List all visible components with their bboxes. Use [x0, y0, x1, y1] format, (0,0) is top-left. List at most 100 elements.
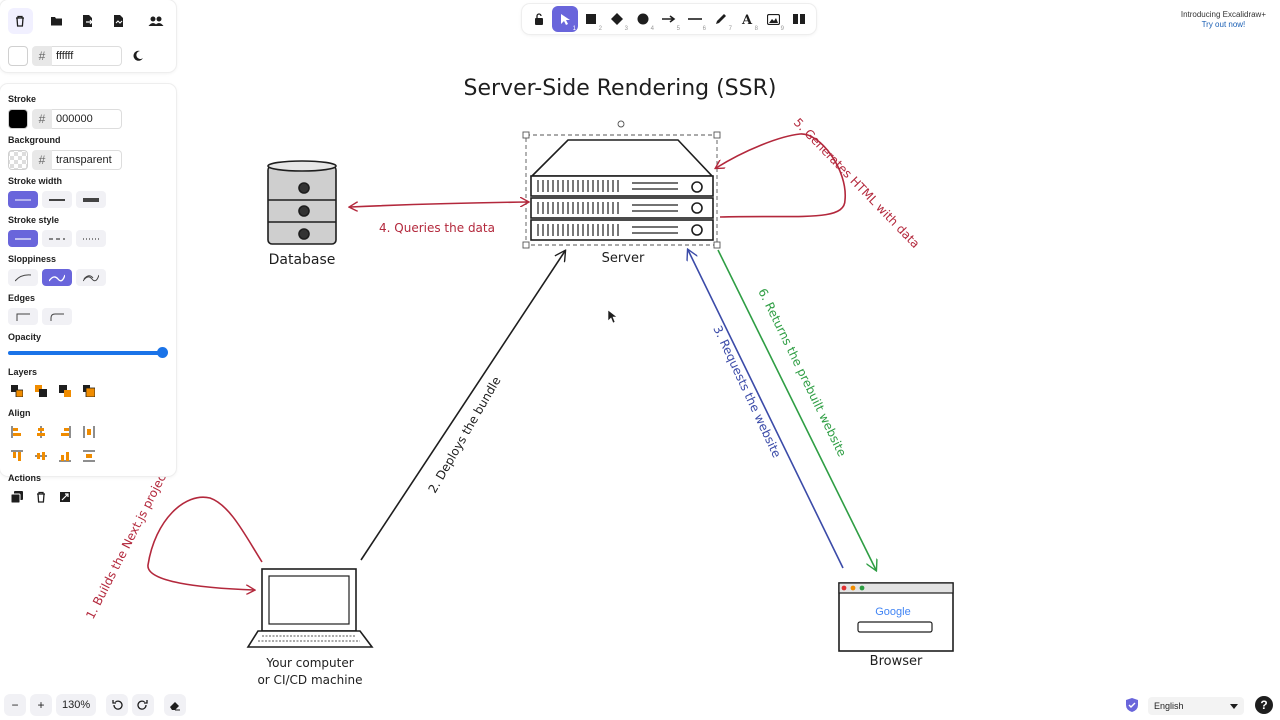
tool-lock[interactable] [526, 6, 552, 32]
step-2-label[interactable]: 2. Deploys the bundle [425, 374, 503, 495]
tool-selection[interactable]: 1 [552, 6, 578, 32]
align-right-button[interactable] [56, 423, 74, 441]
collaborate-button[interactable] [143, 8, 168, 34]
opacity-slider-handle[interactable] [157, 347, 168, 358]
bring-forward-button[interactable] [56, 382, 74, 400]
image-icon [766, 13, 780, 25]
stroke-style-solid-button[interactable] [8, 230, 38, 247]
dashed-line-icon [49, 237, 65, 240]
zoom-reset-button[interactable]: 130% [56, 694, 97, 716]
build-loop-arrow[interactable] [147, 496, 263, 590]
undo-button[interactable] [106, 694, 129, 716]
stroke-width-bold-button[interactable] [42, 191, 72, 208]
align-top-button[interactable] [8, 447, 26, 465]
redo-button[interactable] [132, 694, 155, 716]
zoom-in-button[interactable]: + [30, 694, 52, 716]
align-center-h-button[interactable] [32, 423, 50, 441]
return-arrow[interactable] [717, 249, 876, 570]
shortcut-number: 8 [754, 26, 758, 32]
stroke-color-picker: # 000000 [8, 109, 168, 129]
deploy-arrow[interactable] [360, 251, 565, 561]
trash-icon [16, 15, 25, 27]
tool-diamond[interactable]: 3 [604, 6, 630, 32]
server-icon[interactable] [530, 139, 714, 241]
database-icon[interactable] [267, 160, 337, 245]
step-5-label[interactable]: 5. Generates HTML with data [791, 115, 923, 251]
tool-line[interactable]: 6 [682, 6, 708, 32]
stroke-style-dashed-button[interactable] [42, 230, 72, 247]
open-button[interactable] [45, 8, 70, 34]
computer-label-1[interactable]: Your computer [265, 656, 353, 670]
browser-icon[interactable] [838, 582, 954, 652]
moon-icon[interactable] [132, 50, 144, 62]
edges-sharp-button[interactable] [8, 308, 38, 325]
request-arrow[interactable] [688, 250, 844, 569]
send-to-back-button[interactable] [8, 382, 26, 400]
background-color-input[interactable]: transparent [52, 150, 122, 170]
step-3-label[interactable]: 3. Requests the website [710, 323, 784, 459]
tool-ellipse[interactable]: 4 [630, 6, 656, 32]
query-arrow[interactable] [350, 202, 528, 207]
browser-label[interactable]: Browser [870, 654, 923, 669]
send-backward-button[interactable] [32, 382, 50, 400]
shortcut-number: 1 [572, 26, 576, 32]
distribute-h-button[interactable] [80, 423, 98, 441]
duplicate-button[interactable] [8, 488, 26, 506]
align-bottom-button[interactable] [56, 447, 74, 465]
language-select[interactable]: English [1148, 697, 1244, 715]
tool-library[interactable] [786, 6, 812, 32]
stroke-width-extra-bold-button[interactable] [76, 191, 106, 208]
shortcut-number: 4 [650, 26, 654, 32]
sloppiness-architect-button[interactable] [8, 269, 38, 286]
stroke-color-input[interactable]: 000000 [52, 109, 122, 129]
text-icon: A [741, 13, 753, 25]
tool-image[interactable]: 9 [760, 6, 786, 32]
zoom-out-button[interactable]: − [4, 694, 26, 716]
canvas-color-input[interactable]: ffffff [52, 46, 122, 66]
stroke-color-swatch[interactable] [8, 109, 28, 129]
sloppiness-artist-button[interactable] [42, 269, 72, 286]
dotted-line-icon [83, 237, 99, 240]
bring-to-front-button[interactable] [80, 382, 98, 400]
computer-label-2[interactable]: or CI/CD machine [257, 673, 362, 687]
tool-arrow[interactable]: 5 [656, 6, 682, 32]
save-button[interactable] [76, 8, 101, 34]
export-image-button[interactable] [106, 8, 131, 34]
align-center-v-button[interactable] [32, 447, 50, 465]
edges-round-button[interactable] [42, 308, 72, 325]
opacity-slider[interactable] [8, 347, 168, 359]
shield-icon[interactable] [1126, 698, 1138, 712]
align-left-button[interactable] [8, 423, 26, 441]
promo-link[interactable]: Try out now! [1201, 20, 1246, 29]
shortcut-number: 9 [780, 26, 784, 32]
eraser-button[interactable] [164, 694, 187, 716]
stroke-style-dotted-button[interactable] [76, 230, 106, 247]
clear-canvas-button[interactable] [8, 8, 33, 34]
diagram-title[interactable]: Server-Side Rendering (SSR) [464, 76, 777, 101]
laptop-icon[interactable] [246, 568, 374, 648]
cartoonist-curve-icon [83, 274, 99, 281]
distribute-v-button[interactable] [80, 447, 98, 465]
stroke-width-thin-button[interactable] [8, 191, 38, 208]
tool-text[interactable]: A 8 [734, 6, 760, 32]
trash-icon [37, 491, 45, 503]
align-left-icon [11, 426, 21, 438]
server-label[interactable]: Server [602, 251, 645, 266]
step-4-label[interactable]: 4. Queries the data [379, 221, 495, 235]
link-button[interactable] [56, 488, 74, 506]
canvas-color-swatch[interactable] [8, 46, 28, 66]
tool-rectangle[interactable]: 2 [578, 6, 604, 32]
generate-loop-arrow[interactable] [716, 133, 846, 218]
database-label[interactable]: Database [269, 252, 336, 268]
tool-draw[interactable]: 7 [708, 6, 734, 32]
delete-button[interactable] [32, 488, 50, 506]
arrow-icon [662, 15, 676, 23]
background-color-swatch[interactable] [8, 150, 28, 170]
sloppiness-cartoonist-button[interactable] [76, 269, 106, 286]
solid-line-icon [15, 237, 31, 240]
line-icon [688, 18, 702, 20]
selection-box[interactable] [522, 120, 721, 249]
architect-curve-icon [15, 273, 31, 281]
help-button[interactable]: ? [1255, 696, 1273, 714]
